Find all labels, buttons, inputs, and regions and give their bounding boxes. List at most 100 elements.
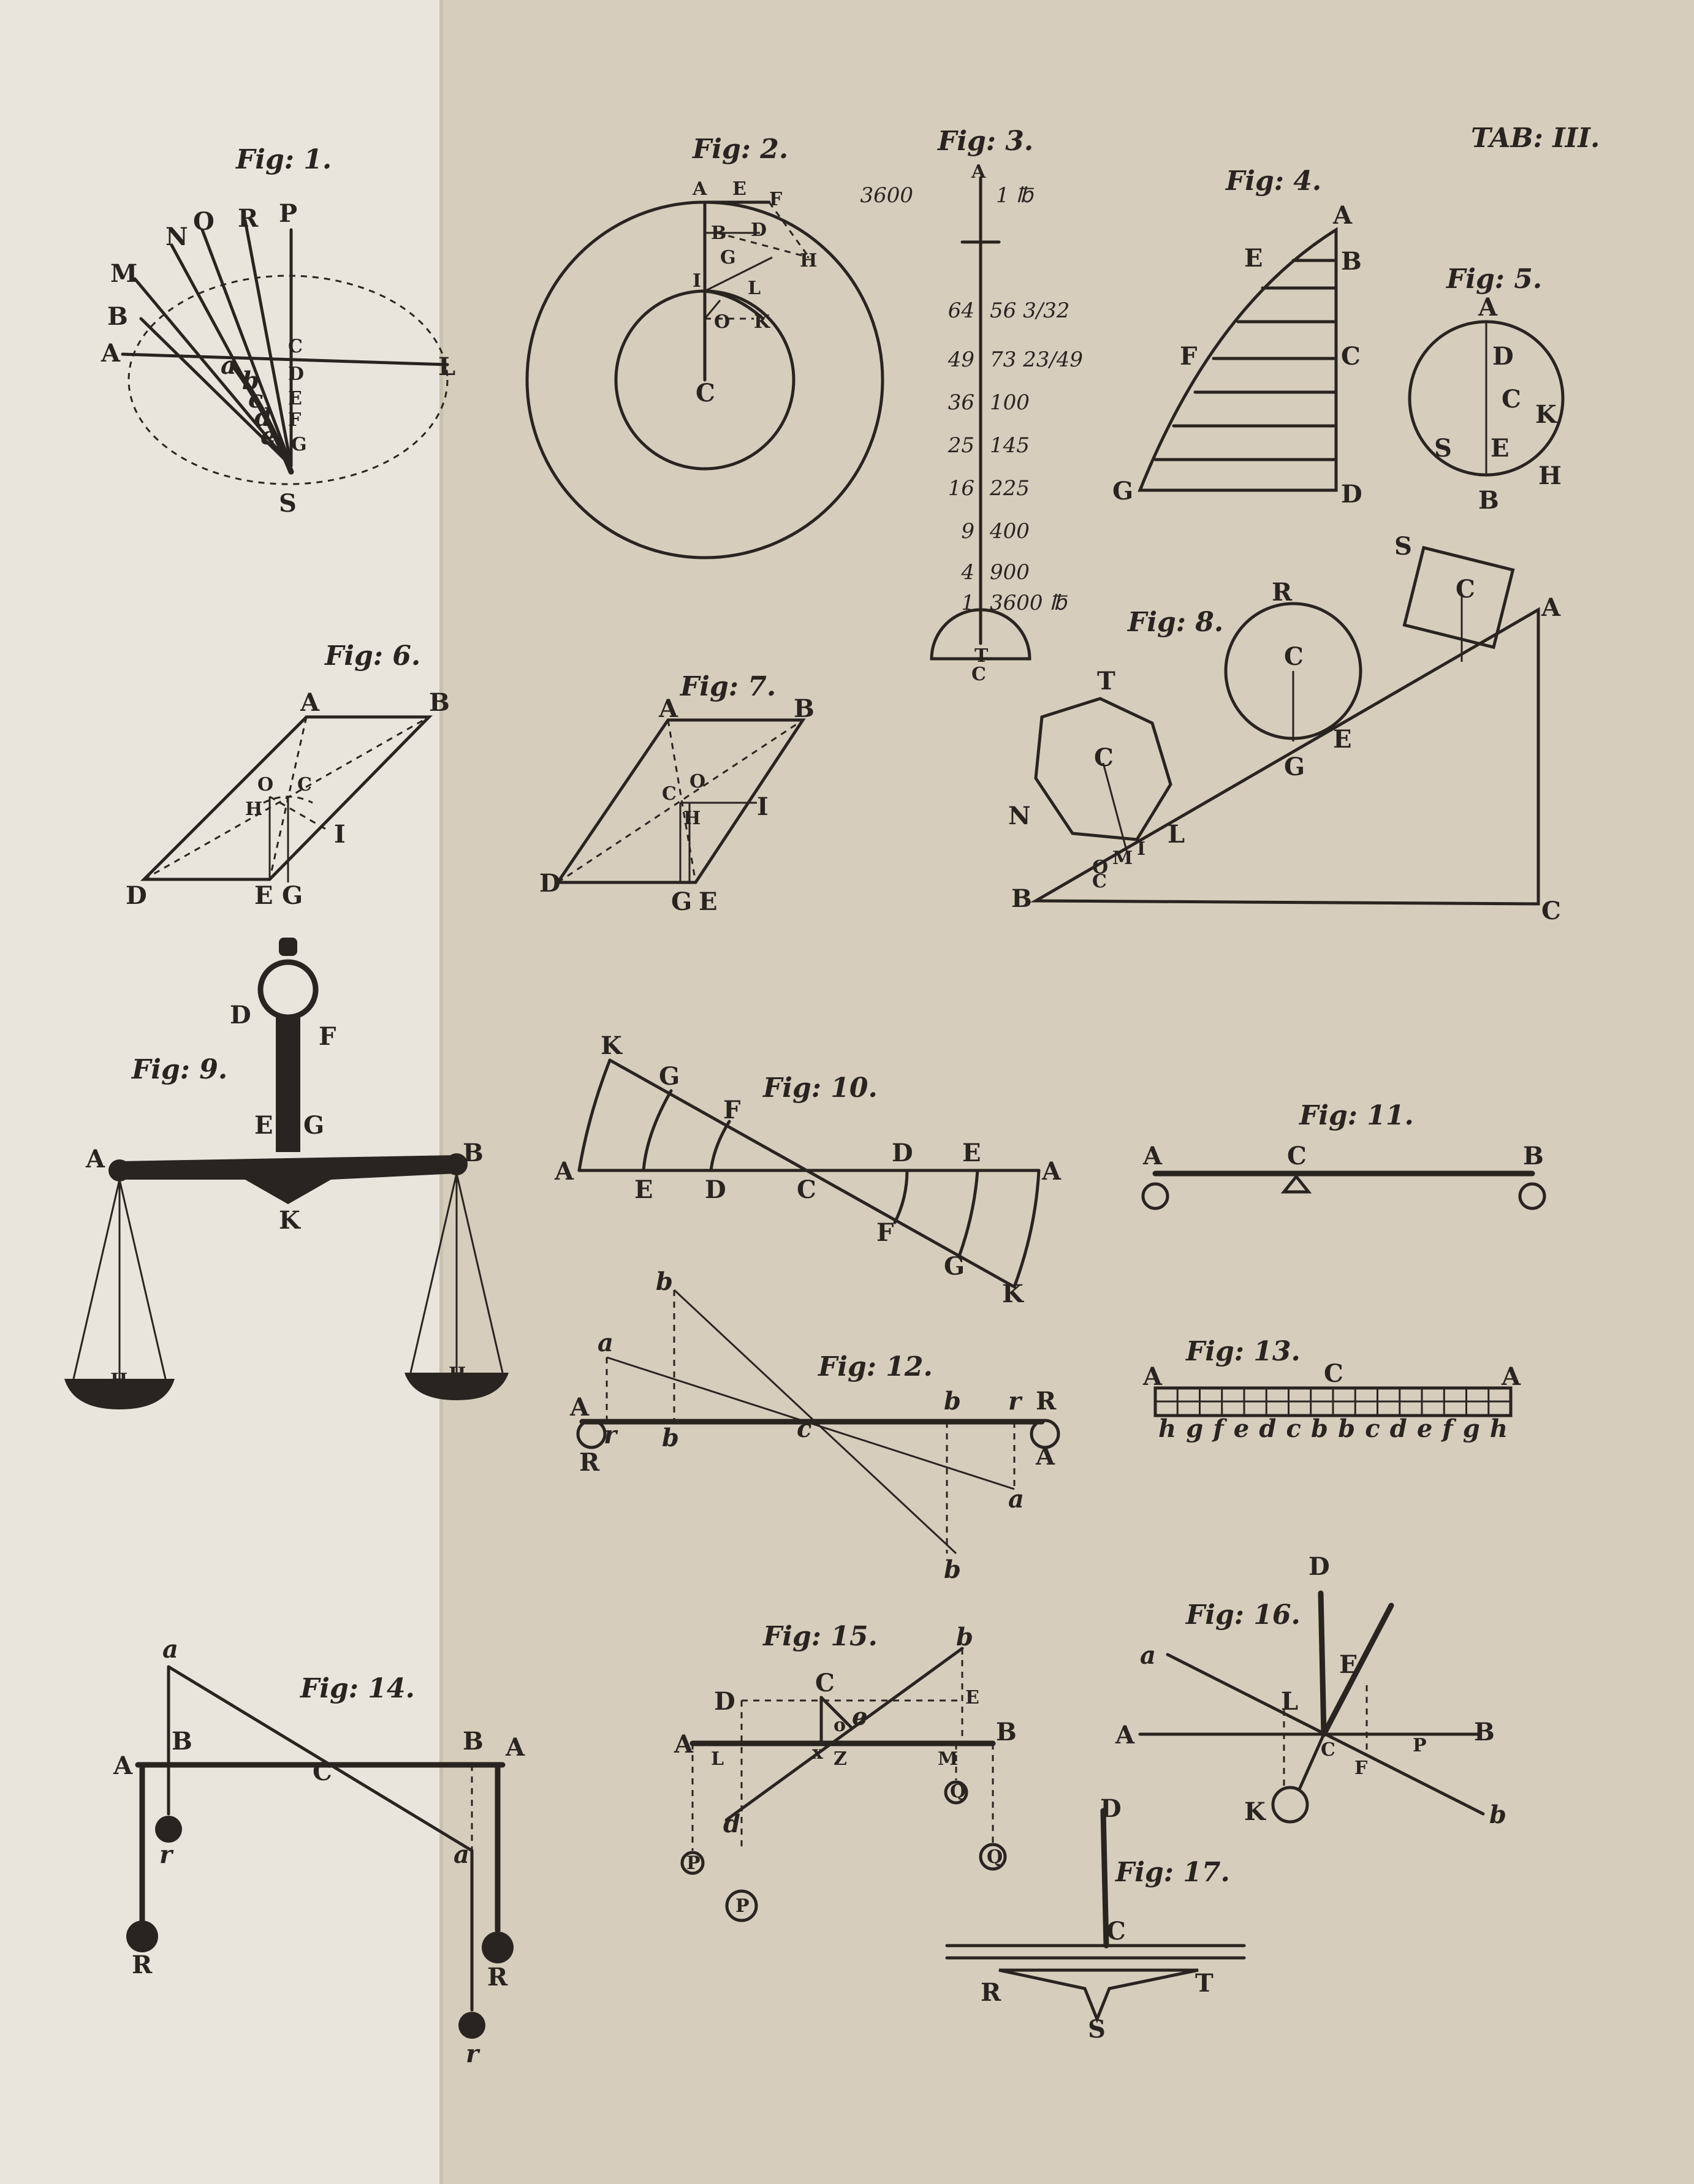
svg-text:T: T bbox=[1097, 667, 1115, 696]
svg-text:D: D bbox=[126, 881, 147, 910]
svg-text:A: A bbox=[1501, 1362, 1521, 1391]
fig6: Fig: 6. A B O C H I D E G bbox=[126, 640, 450, 910]
svg-text:B: B bbox=[1011, 884, 1032, 913]
svg-text:L: L bbox=[1281, 1687, 1298, 1716]
fig7: Fig: 7. A B O C H I D G E bbox=[539, 671, 815, 916]
svg-text:S: S bbox=[1088, 2015, 1106, 2044]
svg-text:T: T bbox=[1195, 1969, 1214, 1998]
svg-text:F: F bbox=[723, 1096, 740, 1124]
svg-text:25: 25 bbox=[948, 433, 974, 458]
svg-text:C: C bbox=[297, 774, 312, 795]
svg-text:K: K bbox=[1535, 400, 1557, 429]
svg-text:x: x bbox=[812, 1742, 824, 1764]
svg-text:e: e bbox=[260, 422, 276, 450]
svg-text:a: a bbox=[1008, 1485, 1024, 1514]
svg-text:Q: Q bbox=[950, 1781, 966, 1802]
svg-text:F: F bbox=[1354, 1757, 1367, 1779]
svg-text:H: H bbox=[1538, 461, 1562, 490]
svg-text:E: E bbox=[1244, 244, 1263, 273]
svg-text:A: A bbox=[101, 339, 121, 368]
svg-text:A: A bbox=[300, 688, 320, 717]
svg-text:P: P bbox=[686, 1852, 701, 1874]
svg-text:B: B bbox=[463, 1727, 484, 1756]
svg-text:Q: Q bbox=[987, 1846, 1003, 1868]
paper-right-panel bbox=[441, 0, 1694, 2184]
svg-text:E: E bbox=[699, 887, 718, 916]
svg-text:R: R bbox=[132, 1951, 153, 1979]
svg-text:C: C bbox=[288, 336, 303, 357]
svg-text:C: C bbox=[1321, 1739, 1335, 1761]
svg-text:D: D bbox=[288, 363, 304, 385]
svg-text:E: E bbox=[288, 388, 302, 409]
svg-text:225: 225 bbox=[989, 476, 1030, 501]
svg-text:G: G bbox=[659, 1062, 680, 1091]
fig2: Fig: 2. A E F B D G H I L O K C bbox=[525, 134, 884, 559]
fig11: Fig: 11. A C B bbox=[1141, 1100, 1546, 1210]
svg-text:56 3/32: 56 3/32 bbox=[990, 298, 1069, 323]
fig3: Fig: 3. A T C 3600 1 ℔ 64 56 3/32 49 73 … bbox=[860, 126, 1083, 685]
svg-text:H: H bbox=[800, 250, 817, 271]
svg-text:73 23/49: 73 23/49 bbox=[990, 347, 1083, 372]
svg-text:O: O bbox=[714, 311, 730, 333]
svg-text:4: 4 bbox=[960, 560, 974, 585]
svg-text:G: G bbox=[671, 887, 692, 916]
svg-text:O: O bbox=[689, 771, 705, 792]
svg-text:H: H bbox=[245, 798, 262, 820]
svg-text:F: F bbox=[319, 1022, 336, 1051]
svg-text:D: D bbox=[1308, 1552, 1330, 1581]
svg-text:S: S bbox=[1434, 434, 1452, 463]
svg-text:C: C bbox=[815, 1669, 835, 1697]
svg-text:C: C bbox=[1287, 1142, 1307, 1170]
fig10-title: Fig: 10. bbox=[762, 1072, 878, 1104]
svg-text:O: O bbox=[257, 774, 273, 795]
svg-text:A: A bbox=[674, 1730, 694, 1759]
svg-text:A: A bbox=[1478, 293, 1498, 322]
svg-text:c: c bbox=[248, 385, 263, 414]
svg-text:C: C bbox=[662, 783, 677, 805]
fig17-title: Fig: 17. bbox=[1114, 1857, 1230, 1888]
svg-text:S: S bbox=[279, 489, 297, 518]
fig15-title: Fig: 15. bbox=[762, 1621, 878, 1652]
svg-text:G: G bbox=[944, 1252, 965, 1281]
svg-text:9: 9 bbox=[961, 519, 974, 544]
svg-text:D: D bbox=[230, 1001, 251, 1029]
svg-text:A: A bbox=[1115, 1721, 1135, 1750]
svg-text:F: F bbox=[288, 409, 301, 431]
svg-text:G: G bbox=[291, 434, 307, 455]
svg-text:r: r bbox=[466, 2039, 480, 2068]
svg-text:C: C bbox=[1456, 575, 1475, 604]
svg-text:L: L bbox=[748, 278, 761, 299]
svg-text:H: H bbox=[683, 808, 701, 829]
svg-text:B: B bbox=[1341, 247, 1362, 276]
svg-text:B: B bbox=[996, 1718, 1017, 1746]
fig4: Fig: 4. A E B F C G D bbox=[1112, 165, 1362, 509]
svg-text:D: D bbox=[892, 1139, 913, 1167]
svg-text:L: L bbox=[711, 1748, 724, 1770]
svg-text:N: N bbox=[165, 222, 188, 251]
fig5: Fig: 5. A D C K S E B H bbox=[1408, 264, 1565, 515]
fig17: Fig: 17. D C R T S bbox=[945, 1794, 1246, 2044]
svg-text:P: P bbox=[1413, 1735, 1427, 1756]
fig13-title: Fig: 13. bbox=[1185, 1336, 1301, 1367]
svg-text:A: A bbox=[569, 1393, 590, 1422]
svg-text:K: K bbox=[279, 1206, 301, 1235]
svg-text:b: b bbox=[1489, 1800, 1506, 1829]
svg-text:G: G bbox=[1284, 753, 1305, 781]
svg-text:o: o bbox=[834, 1715, 846, 1736]
svg-text:E: E bbox=[634, 1175, 653, 1204]
svg-text:O: O bbox=[193, 207, 215, 236]
svg-text:H: H bbox=[449, 1363, 466, 1385]
fig1: Fig: 1. N O R P M B A L C a D b E c F d … bbox=[101, 144, 455, 518]
svg-text:400: 400 bbox=[989, 519, 1030, 544]
svg-text:H: H bbox=[110, 1370, 127, 1391]
svg-text:B: B bbox=[172, 1727, 192, 1756]
svg-text:e: e bbox=[852, 1702, 867, 1731]
svg-text:r: r bbox=[1008, 1387, 1023, 1416]
svg-text:E: E bbox=[254, 881, 273, 910]
fig3-title: Fig: 3. bbox=[936, 126, 1033, 157]
svg-text:E: E bbox=[962, 1139, 981, 1167]
svg-text:C: C bbox=[1541, 897, 1561, 925]
fig2-title: Fig: 2. bbox=[691, 134, 788, 165]
svg-text:E: E bbox=[254, 1111, 273, 1140]
svg-text:145: 145 bbox=[990, 433, 1030, 458]
